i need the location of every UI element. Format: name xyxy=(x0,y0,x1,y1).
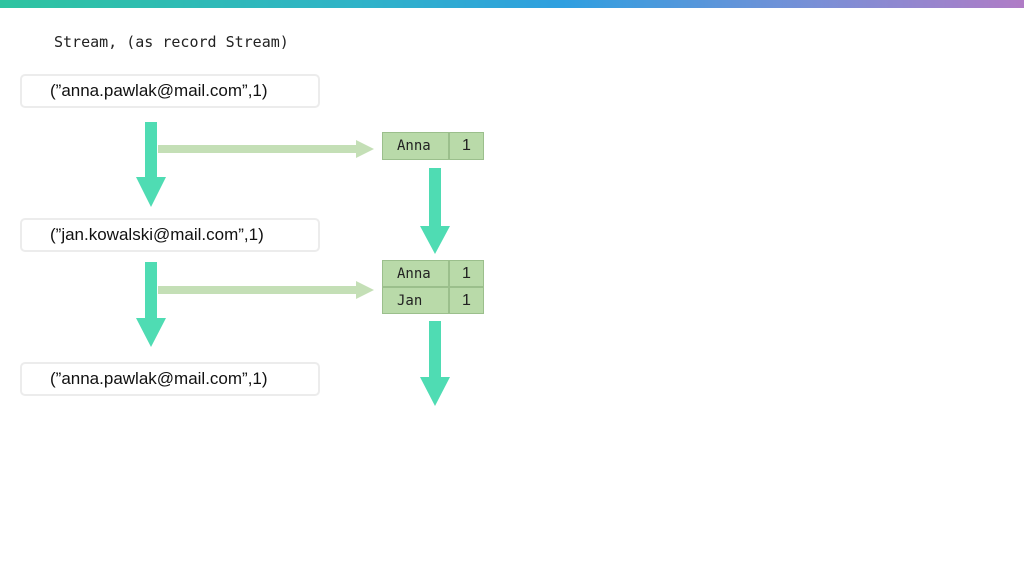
stream-record-3: (”anna.pawlak@mail.com”,1) xyxy=(20,362,320,396)
table2-row2-value: 1 xyxy=(449,287,484,314)
table-arrow-down-2 xyxy=(420,321,450,406)
table1-row1-value: 1 xyxy=(449,132,484,160)
table2-row1-key: Anna xyxy=(382,260,449,287)
diagram-heading: Stream, (as record Stream) xyxy=(54,33,289,51)
table2-row1-value: 1 xyxy=(449,260,484,287)
stream-record-1: (”anna.pawlak@mail.com”,1) xyxy=(20,74,320,108)
table2-row2-key: Jan xyxy=(382,287,449,314)
feed-arrow-right-2 xyxy=(158,281,374,299)
stream-arrow-down-1 xyxy=(136,122,166,207)
feed-arrow-right-1 xyxy=(158,140,374,158)
table-arrow-down-1 xyxy=(420,168,450,254)
top-gradient-bar xyxy=(0,0,1024,8)
stream-arrow-down-2 xyxy=(136,262,166,347)
stream-record-2: (”jan.kowalski@mail.com”,1) xyxy=(20,218,320,252)
table1-row1-key: Anna xyxy=(382,132,449,160)
